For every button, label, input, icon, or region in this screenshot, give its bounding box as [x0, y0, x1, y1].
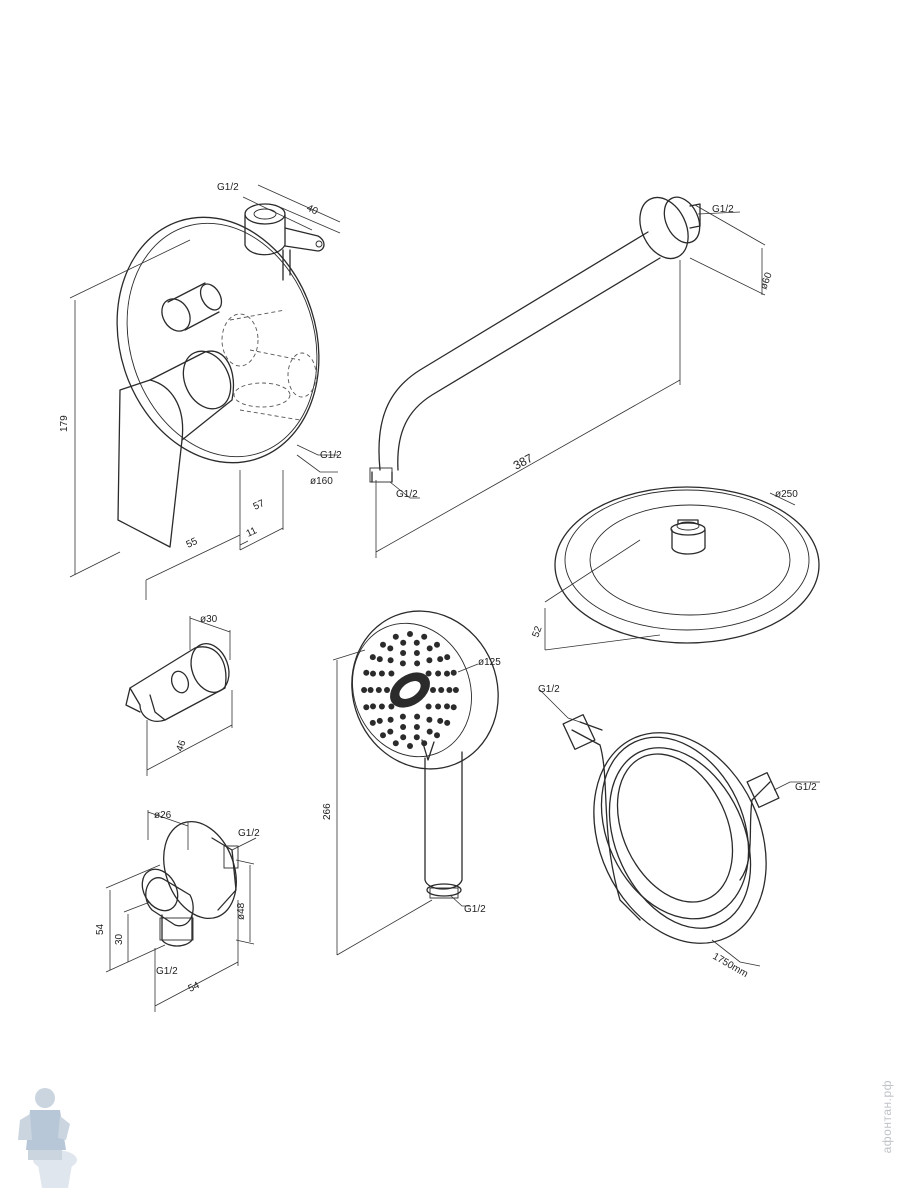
elbow-thread-top-label: G1/2 [238, 828, 260, 839]
watermark: aфонтан.рф [880, 1080, 894, 1154]
shower-hose [539, 689, 820, 967]
elbow-dia26-label: ø26 [154, 810, 172, 821]
hand-shower-holder [125, 616, 233, 776]
mixer-depth-label: 40 [305, 203, 320, 218]
mixer-11-label: 11 [245, 525, 259, 540]
hand-shower [332, 610, 499, 956]
head-height-label: 52 [530, 624, 544, 639]
shower-arm [369, 196, 766, 558]
holder-46-label: 46 [174, 738, 188, 753]
mixer-plate-dia-label: ø160 [310, 476, 333, 487]
mixer-outlet-label: G1/2 [320, 450, 342, 461]
hose-thread-right-label: G1/2 [795, 782, 817, 793]
elbow-dia48-label: ø48 [236, 902, 247, 920]
mixer-57-label: 57 [252, 498, 267, 513]
arm-thread-bottom-label: G1/2 [396, 489, 418, 500]
elbow-54h-label: 54 [187, 980, 202, 995]
concealed-mixer [69, 184, 341, 600]
hose-length-label: 1750mm [711, 951, 750, 980]
elbow-54v-label: 54 [95, 923, 106, 935]
hose-thread-left-label: G1/2 [538, 684, 560, 695]
arm-length-label: 387 [511, 451, 536, 473]
elbow-thread-bottom-label: G1/2 [156, 966, 178, 977]
hand-dia-label: ø125 [478, 657, 501, 668]
mixer-55-label: 55 [185, 536, 200, 551]
plumber-mascot-icon [18, 1088, 77, 1188]
spray-nozzles [361, 631, 459, 749]
rain-shower-head [544, 486, 820, 651]
mixer-inlet-label: G1/2 [217, 182, 239, 193]
hand-length-label: 266 [322, 803, 333, 820]
head-dia-label: ø250 [775, 489, 798, 500]
arm-flange-dia-label: ø60 [758, 271, 774, 291]
holder-dia-label: ø30 [200, 614, 218, 625]
hand-thread-label: G1/2 [464, 904, 486, 915]
arm-thread-top-label: G1/2 [712, 204, 734, 215]
mixer-height-label: 179 [59, 415, 70, 432]
elbow-30-label: 30 [114, 933, 125, 945]
wall-elbow [105, 810, 257, 1012]
